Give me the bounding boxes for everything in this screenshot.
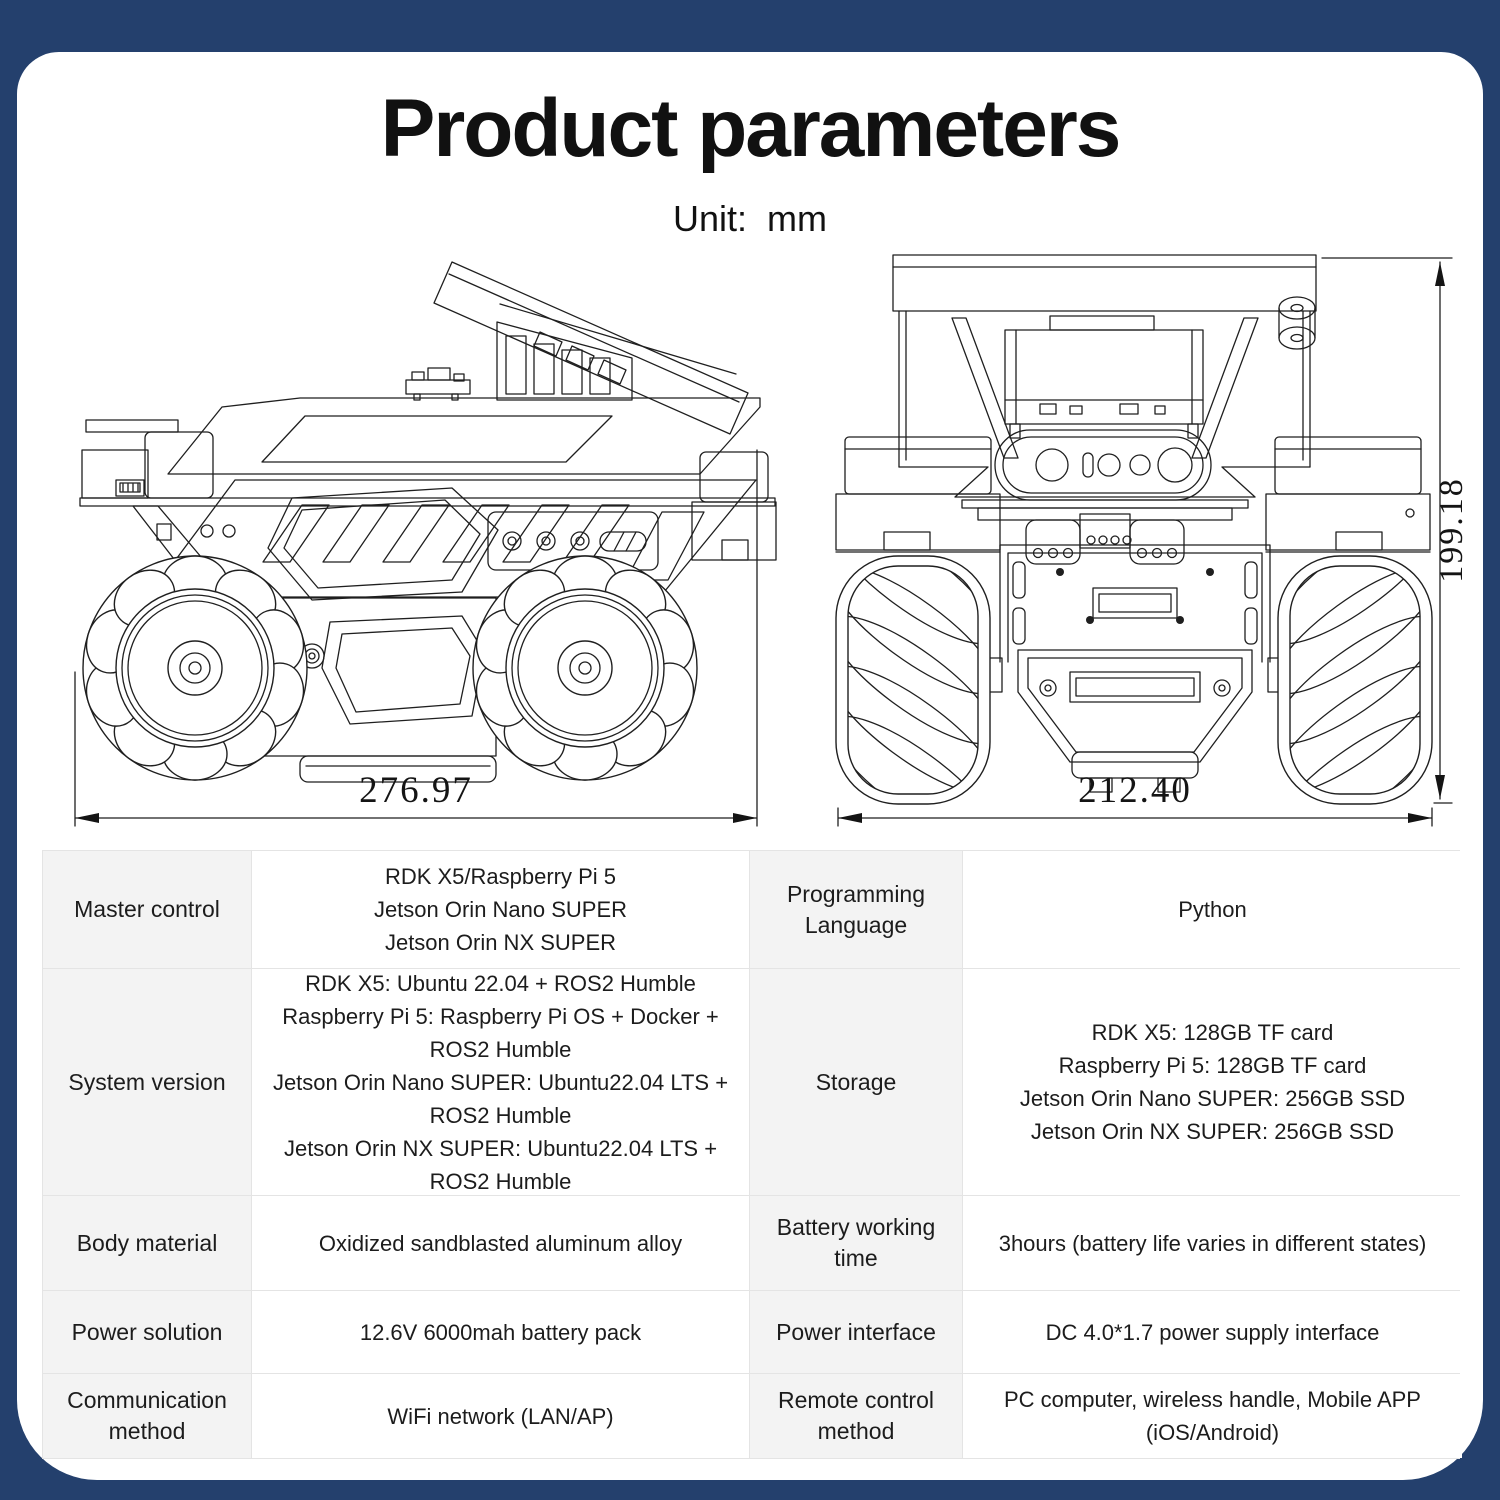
spec-label: Communication method <box>43 1374 251 1458</box>
front-width-dimension: 212.40 <box>837 770 1433 827</box>
front-view-screw-dots <box>1056 568 1214 624</box>
spec-value: 3hours (battery life varies in different… <box>963 1196 1462 1290</box>
side-view-front-wheel <box>472 555 698 781</box>
spec-label: Power solution <box>43 1291 251 1373</box>
spec-table: Master control RDK X5/Raspberry Pi 5 Jet… <box>42 850 1462 1459</box>
spec-value: WiFi network (LAN/AP) <box>252 1374 749 1458</box>
spec-label: Storage <box>750 969 962 1195</box>
spec-value: DC 4.0*1.7 power supply interface <box>963 1291 1462 1373</box>
front-view-body <box>835 254 1431 793</box>
front-height-dimension-value: 199.18 <box>1433 477 1470 583</box>
side-view-drawing: 276.97 <box>74 261 777 827</box>
front-width-dimension-value: 212.40 <box>1078 770 1192 811</box>
spec-value: RDK X5: Ubuntu 22.04 + ROS2 Humble Raspb… <box>252 969 749 1195</box>
side-width-dimension: 276.97 <box>74 449 758 827</box>
side-width-dimension-value: 276.97 <box>359 770 473 811</box>
spec-label: Master control <box>43 851 251 968</box>
side-view-chassis <box>79 261 777 783</box>
spec-label: Power interface <box>750 1291 962 1373</box>
spec-value: 12.6V 6000mah battery pack <box>252 1291 749 1373</box>
front-view-drawing: 212.40 199.18 <box>835 254 1470 827</box>
front-height-dimension: 199.18 <box>1321 257 1470 804</box>
spec-label: Body material <box>43 1196 251 1290</box>
spec-value: RDK X5: 128GB TF card Raspberry Pi 5: 12… <box>963 969 1462 1195</box>
spec-label: Remote control method <box>750 1374 962 1458</box>
unit-label: Unit: mm <box>672 198 827 239</box>
spec-value: Oxidized sandblasted aluminum alloy <box>252 1196 749 1290</box>
front-view-left-wheel <box>835 555 991 805</box>
spec-value: RDK X5/Raspberry Pi 5 Jetson Orin Nano S… <box>252 851 749 968</box>
page-title: Product parameters <box>380 83 1122 174</box>
spec-value: PC computer, wireless handle, Mobile APP… <box>963 1374 1462 1458</box>
front-view-right-wheel <box>1277 555 1433 805</box>
spec-label: Programming Language <box>750 851 962 968</box>
spec-label: System version <box>43 969 251 1195</box>
spec-value: Python <box>963 851 1462 968</box>
side-view-rear-wheel <box>82 555 308 781</box>
product-card: Product parameters Unit: mm <box>17 52 1483 1480</box>
spec-label: Battery working time <box>750 1196 962 1290</box>
